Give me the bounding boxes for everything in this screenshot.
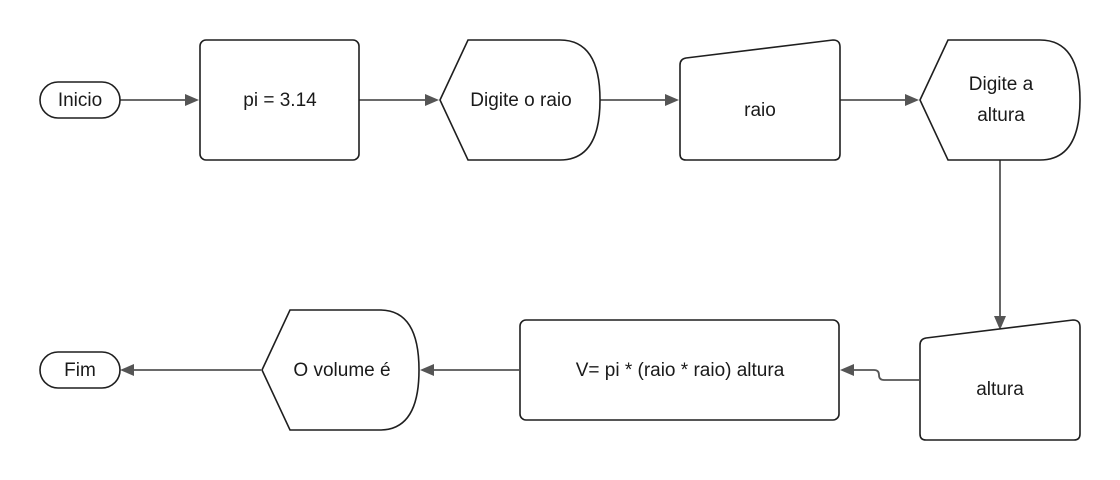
connector-input-raio-to-prompt-altura	[840, 94, 919, 106]
node-inicio-label: Inicio	[58, 90, 102, 111]
node-prompt-altura-label-line1: Digite a	[969, 74, 1034, 95]
node-output-volume-label: O volume é	[293, 360, 390, 381]
manual-input-shape	[919, 319, 1081, 441]
process-shape	[199, 39, 360, 161]
node-fim[interactable]: Fim	[39, 351, 121, 389]
process-shape	[519, 319, 840, 421]
connector-output-to-fim	[120, 364, 261, 376]
node-prompt-altura[interactable]: Digite a altura	[919, 39, 1081, 161]
node-pi-assign-label: pi = 3.14	[243, 90, 317, 111]
connector-inicio-to-pi	[120, 94, 199, 106]
node-pi-assign[interactable]: pi = 3.14	[199, 39, 360, 161]
terminator-shape	[39, 351, 121, 389]
node-prompt-raio[interactable]: Digite o raio	[439, 39, 601, 161]
display-shape	[439, 39, 601, 161]
terminator-shape	[39, 81, 121, 119]
display-shape	[261, 309, 420, 431]
node-input-raio[interactable]: raio	[679, 39, 841, 161]
connector-prompt-altura-to-input-altura	[994, 160, 1006, 330]
connector-pi-to-prompt-raio	[359, 94, 439, 106]
connector-input-altura-to-calc	[840, 364, 919, 381]
node-calc-volume[interactable]: V= pi * (raio * raio) altura	[519, 319, 840, 421]
connectors	[120, 94, 1006, 381]
node-prompt-altura-label-line2: altura	[977, 105, 1025, 126]
connector-prompt-raio-to-input-raio	[600, 94, 679, 106]
node-fim-label: Fim	[64, 360, 96, 381]
node-inicio[interactable]: Inicio	[39, 81, 121, 119]
node-prompt-raio-label: Digite o raio	[470, 90, 571, 111]
node-input-raio-label: raio	[744, 100, 776, 121]
node-output-volume[interactable]: O volume é	[261, 309, 420, 431]
node-calc-volume-label: V= pi * (raio * raio) altura	[576, 360, 785, 381]
node-input-altura[interactable]: altura	[919, 319, 1081, 441]
connector-calc-to-output	[420, 364, 519, 376]
manual-input-shape	[679, 39, 841, 161]
display-shape	[919, 39, 1081, 161]
node-input-altura-label: altura	[976, 379, 1024, 400]
